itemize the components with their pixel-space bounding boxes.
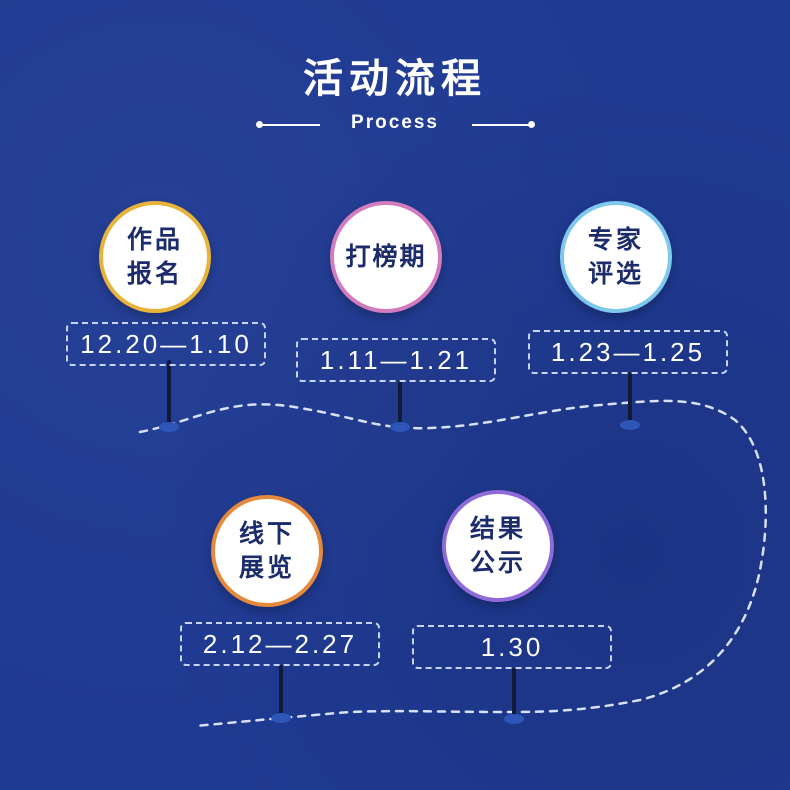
page-subtitle: Process — [351, 112, 439, 133]
step-circle-registration: 作品报名 — [99, 201, 211, 313]
step-label-review: 专家评选 — [587, 225, 644, 288]
pin-stake-results — [512, 668, 516, 718]
date-registration: 12.20—1.10 — [80, 328, 252, 359]
date-box-registration: 12.20—1.10 — [66, 322, 266, 366]
divider-dot-left — [256, 121, 263, 128]
pin-stake-voting — [398, 380, 402, 426]
page-title: 活动流程 — [303, 56, 487, 102]
date-exhibition: 2.12—2.27 — [202, 628, 358, 659]
pin-base-voting — [390, 422, 410, 432]
pin-stake-review — [628, 372, 632, 424]
step-circle-exhibition: 线下展览 — [211, 495, 323, 607]
pin-base-registration — [159, 422, 179, 432]
date-box-voting: 1.11—1.21 — [296, 338, 496, 382]
pin-stake-registration — [167, 360, 171, 426]
date-box-review: 1.23—1.25 — [528, 330, 728, 374]
step-label-results: 结果公示 — [469, 514, 526, 577]
date-voting: 1.11—1.21 — [319, 344, 473, 375]
divider-dot-right — [528, 121, 535, 128]
step-label-exhibition: 线下展览 — [238, 519, 295, 582]
pin-base-review — [620, 420, 640, 430]
subtitle-row: Process — [0, 110, 790, 138]
date-results: 1.30 — [480, 631, 544, 662]
pin-base-exhibition — [271, 713, 291, 723]
date-review: 1.23—1.25 — [550, 336, 706, 367]
pin-base-results — [504, 714, 524, 724]
pin-stake-exhibition — [279, 665, 283, 717]
step-label-voting: 打榜期 — [345, 242, 427, 271]
divider-line-right — [472, 124, 530, 126]
step-circle-results: 结果公示 — [442, 490, 554, 602]
step-label-registration: 作品报名 — [126, 225, 183, 288]
step-circle-review: 专家评选 — [560, 201, 672, 313]
date-box-exhibition: 2.12—2.27 — [180, 622, 380, 666]
step-circle-voting: 打榜期 — [330, 201, 442, 313]
divider-line-left — [262, 124, 320, 126]
date-box-results: 1.30 — [412, 625, 612, 669]
